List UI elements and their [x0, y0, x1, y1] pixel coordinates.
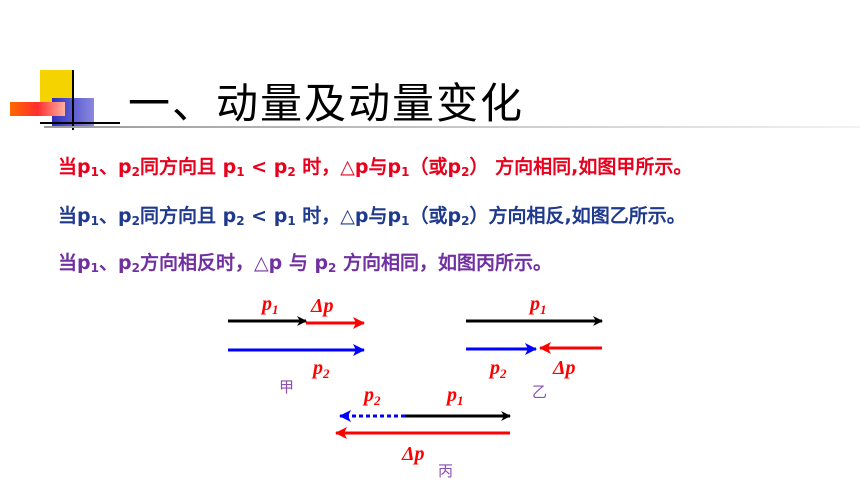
- yi-p2-label: p2: [488, 357, 507, 381]
- description-line-1: 当p1、p2同方向且 p1 < p2 时，△p与p1（或p2） 方向相同,如图甲…: [58, 152, 692, 179]
- text-segment: 与: [368, 205, 388, 227]
- text-segment: 当: [58, 156, 78, 178]
- text-segment: 同方向且: [139, 156, 223, 178]
- momentum-diagram: p1 Δp p2 甲 p1 p2 Δp 乙 p2 p1 Δp 丙: [228, 293, 603, 480]
- text-segment: p: [273, 205, 288, 227]
- text-segment: <: [244, 156, 274, 178]
- text-segment: <: [244, 205, 274, 227]
- text-segment: p: [77, 252, 91, 274]
- subscript: 1: [90, 261, 99, 275]
- text-segment: 同方向且: [139, 205, 223, 227]
- text-segment: p: [268, 252, 283, 274]
- diagram-yi: p1 p2 Δp 乙: [466, 293, 603, 401]
- text-segment: p: [222, 156, 237, 178]
- bing-p1-label: p1: [445, 384, 464, 408]
- text-segment: 当: [58, 205, 78, 227]
- text-segment: ）方向相反,如图乙所示。: [469, 205, 686, 227]
- yi-p1-label: p1: [528, 293, 547, 317]
- text-segment: p: [354, 205, 369, 227]
- caption-yi: 乙: [532, 383, 547, 401]
- subscript: 1: [236, 165, 245, 179]
- subscript: 2: [131, 165, 140, 179]
- text-segment: 、: [98, 156, 118, 178]
- text-segment: 与: [282, 252, 315, 274]
- text-segment: p: [118, 252, 132, 274]
- text-segment: 与: [368, 156, 388, 178]
- text-segment: （或: [409, 156, 448, 178]
- text-segment: 时，△: [295, 205, 355, 227]
- text-segment: p: [118, 205, 132, 227]
- description-line-2: 当p1、p2同方向且 p2 < p1 时，△p与p1（或p2）方向相反,如图乙所…: [58, 201, 686, 228]
- subscript: 2: [131, 214, 140, 228]
- subscript: 2: [328, 261, 337, 275]
- subscript: 2: [461, 214, 470, 228]
- subscript: 1: [401, 214, 410, 228]
- subscript: 2: [131, 261, 140, 275]
- caption-jia: 甲: [279, 378, 294, 396]
- caption-bing: 丙: [438, 462, 453, 480]
- diagram-bing: p2 p1 Δp 丙: [335, 384, 511, 480]
- text-segment: p: [387, 156, 402, 178]
- jia-p2-label: p2: [311, 357, 330, 381]
- jia-dp-label: Δp: [310, 295, 334, 317]
- bing-dp-label: Δp: [401, 443, 425, 465]
- subscript: 1: [401, 165, 410, 179]
- text-segment: 当: [58, 252, 78, 274]
- text-segment: （或: [409, 205, 448, 227]
- text-segment: p: [77, 205, 91, 227]
- text-segment: 、: [98, 205, 118, 227]
- jia-p1-label: p1: [260, 293, 279, 317]
- text-segment: p: [314, 252, 329, 274]
- text-segment: p: [447, 156, 462, 178]
- bing-p2-label: p2: [362, 384, 381, 408]
- text-segment: 方向相同，如图丙所示。: [336, 252, 553, 274]
- text-segment: p: [77, 156, 91, 178]
- yi-dp-label: Δp: [552, 357, 576, 379]
- text-segment: p: [447, 205, 462, 227]
- title-divider: [44, 126, 860, 128]
- description-line-3: 当p1、p2方向相反时，△p 与 p2 方向相同，如图丙所示。: [58, 248, 552, 275]
- subscript: 2: [287, 165, 296, 179]
- text-segment: 方向相反时，△: [139, 252, 269, 274]
- logo-decoration: [0, 70, 120, 140]
- diagram-jia: p1 Δp p2 甲: [228, 293, 365, 396]
- subscript: 1: [90, 165, 99, 179]
- text-segment: p: [387, 205, 402, 227]
- subscript: 2: [461, 165, 470, 179]
- subscript: 1: [90, 214, 99, 228]
- text-segment: p: [118, 156, 132, 178]
- text-segment: 时，△: [295, 156, 355, 178]
- text-segment: p: [273, 156, 288, 178]
- subscript: 2: [236, 214, 245, 228]
- subscript: 1: [287, 214, 296, 228]
- text-segment: p: [222, 205, 237, 227]
- text-segment: p: [354, 156, 369, 178]
- text-segment: ） 方向相同,如图甲所示。: [469, 156, 693, 178]
- text-segment: 、: [98, 252, 118, 274]
- page-title: 一、动量及动量变化: [128, 79, 525, 128]
